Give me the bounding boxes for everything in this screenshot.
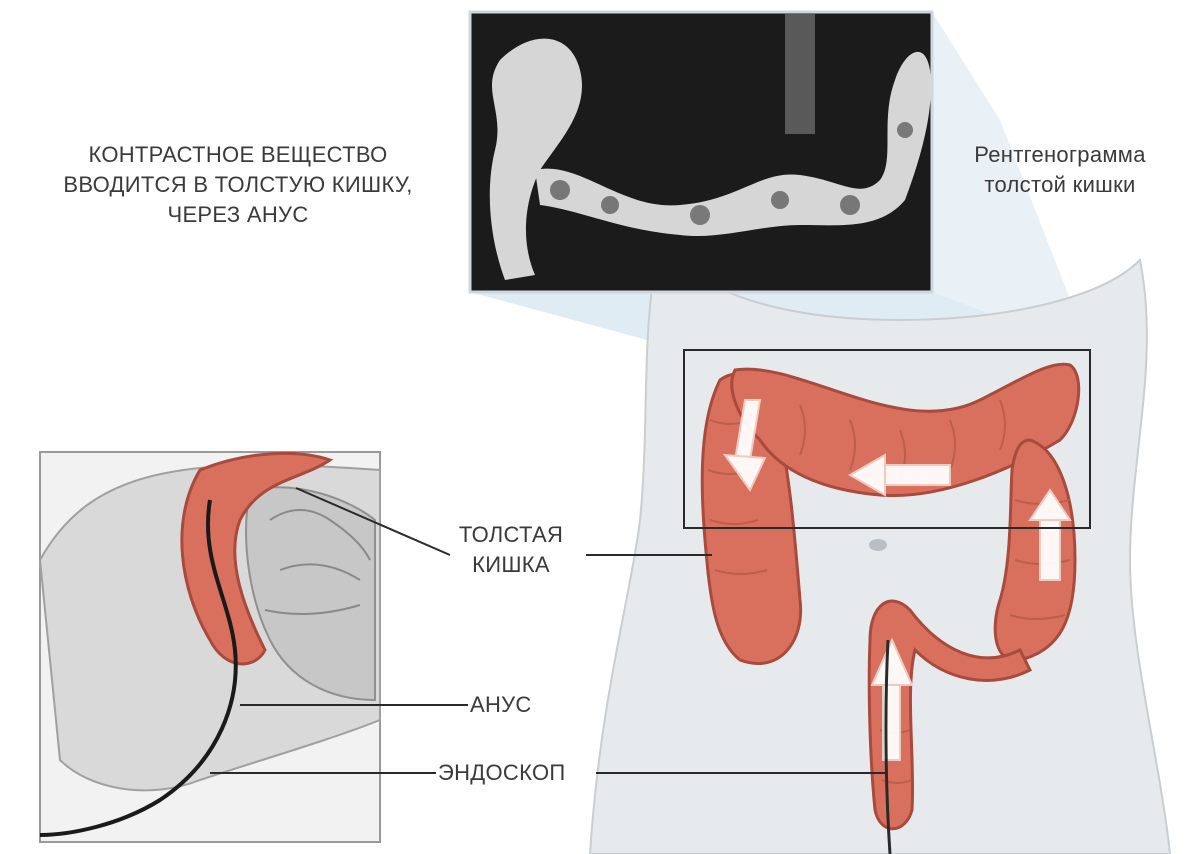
colon-label-line-1: ТОЛСТАЯ	[436, 520, 586, 550]
xray-caption-line-2: толстой кишки	[940, 170, 1180, 200]
contrast-caption-line-1: КОНТРАСТНОЕ ВЕЩЕСТВО	[8, 140, 468, 170]
endoscope-label: ЭНДОСКОП	[438, 758, 566, 788]
navel	[869, 539, 887, 551]
anus-label: АНУС	[470, 690, 532, 720]
contrast-caption-line-3: ЧЕРЕЗ АНУС	[8, 200, 468, 230]
xray-image	[470, 12, 932, 292]
colon-label: ТОЛСТАЯ КИШКА	[436, 520, 586, 580]
colon-label-line-2: КИШКА	[436, 550, 586, 580]
xray-caption: Рентгенограмма толстой кишки	[940, 140, 1180, 200]
contrast-caption: КОНТРАСТНОЕ ВЕЩЕСТВО ВВОДИТСЯ В ТОЛСТУЮ …	[8, 140, 468, 230]
xray-caption-line-1: Рентгенограмма	[940, 140, 1180, 170]
pelvis-inset	[40, 452, 380, 842]
contrast-caption-line-2: ВВОДИТСЯ В ТОЛСТУЮ КИШКУ,	[8, 170, 468, 200]
